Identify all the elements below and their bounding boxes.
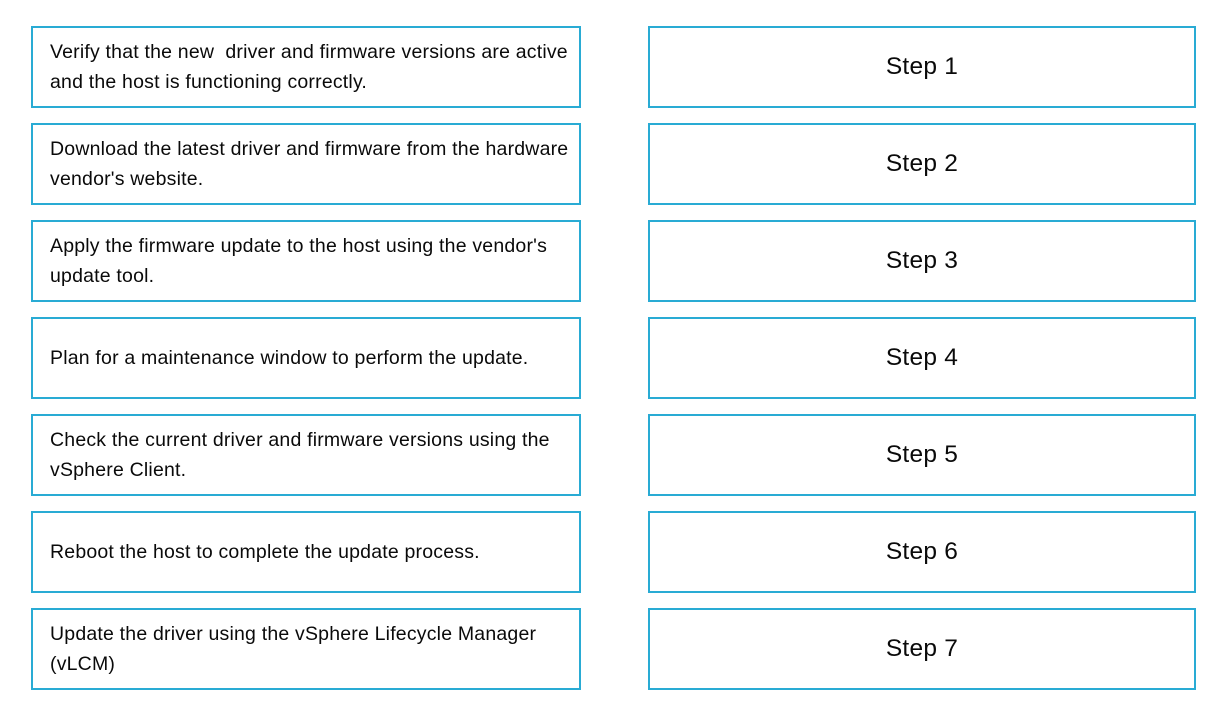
statement-card-7[interactable]: Update the driver using the vSphere Life… xyxy=(31,608,581,690)
step-label: Step 7 xyxy=(885,635,959,662)
step-card-2[interactable]: Step 2 xyxy=(648,123,1196,205)
step-card-1[interactable]: Step 1 xyxy=(648,26,1196,108)
statement-text: Plan for a maintenance window to perform… xyxy=(50,347,529,369)
statement-text: Apply the firmware update to the host us… xyxy=(50,235,553,287)
statement-card-1[interactable]: Verify that the new driver and firmware … xyxy=(31,26,581,108)
step-card-4[interactable]: Step 4 xyxy=(648,317,1196,399)
step-card-5[interactable]: Step 5 xyxy=(648,414,1196,496)
statement-card-3[interactable]: Apply the firmware update to the host us… xyxy=(31,220,581,302)
statement-text: Update the driver using the vSphere Life… xyxy=(50,623,542,675)
statements-column: Verify that the new driver and firmware … xyxy=(31,26,581,690)
step-label: Step 1 xyxy=(885,53,959,80)
statement-text: Verify that the new driver and firmware … xyxy=(50,41,574,93)
steps-column: Step 1 Step 2 Step 3 Step 4 Step 5 Step … xyxy=(648,26,1196,690)
step-card-3[interactable]: Step 3 xyxy=(648,220,1196,302)
statement-card-2[interactable]: Download the latest driver and firmware … xyxy=(31,123,581,205)
statement-text: Check the current driver and firmware ve… xyxy=(50,429,556,481)
step-label: Step 4 xyxy=(885,344,959,371)
statement-card-4[interactable]: Plan for a maintenance window to perform… xyxy=(31,317,581,399)
statement-text: Download the latest driver and firmware … xyxy=(50,138,574,190)
step-label: Step 2 xyxy=(885,150,959,177)
statement-card-6[interactable]: Reboot the host to complete the update p… xyxy=(31,511,581,593)
step-card-7[interactable]: Step 7 xyxy=(648,608,1196,690)
step-label: Step 6 xyxy=(885,538,959,565)
step-label: Step 3 xyxy=(885,247,959,274)
statement-card-5[interactable]: Check the current driver and firmware ve… xyxy=(31,414,581,496)
step-label: Step 5 xyxy=(885,441,959,468)
statement-text: Reboot the host to complete the update p… xyxy=(50,541,480,563)
step-card-6[interactable]: Step 6 xyxy=(648,511,1196,593)
